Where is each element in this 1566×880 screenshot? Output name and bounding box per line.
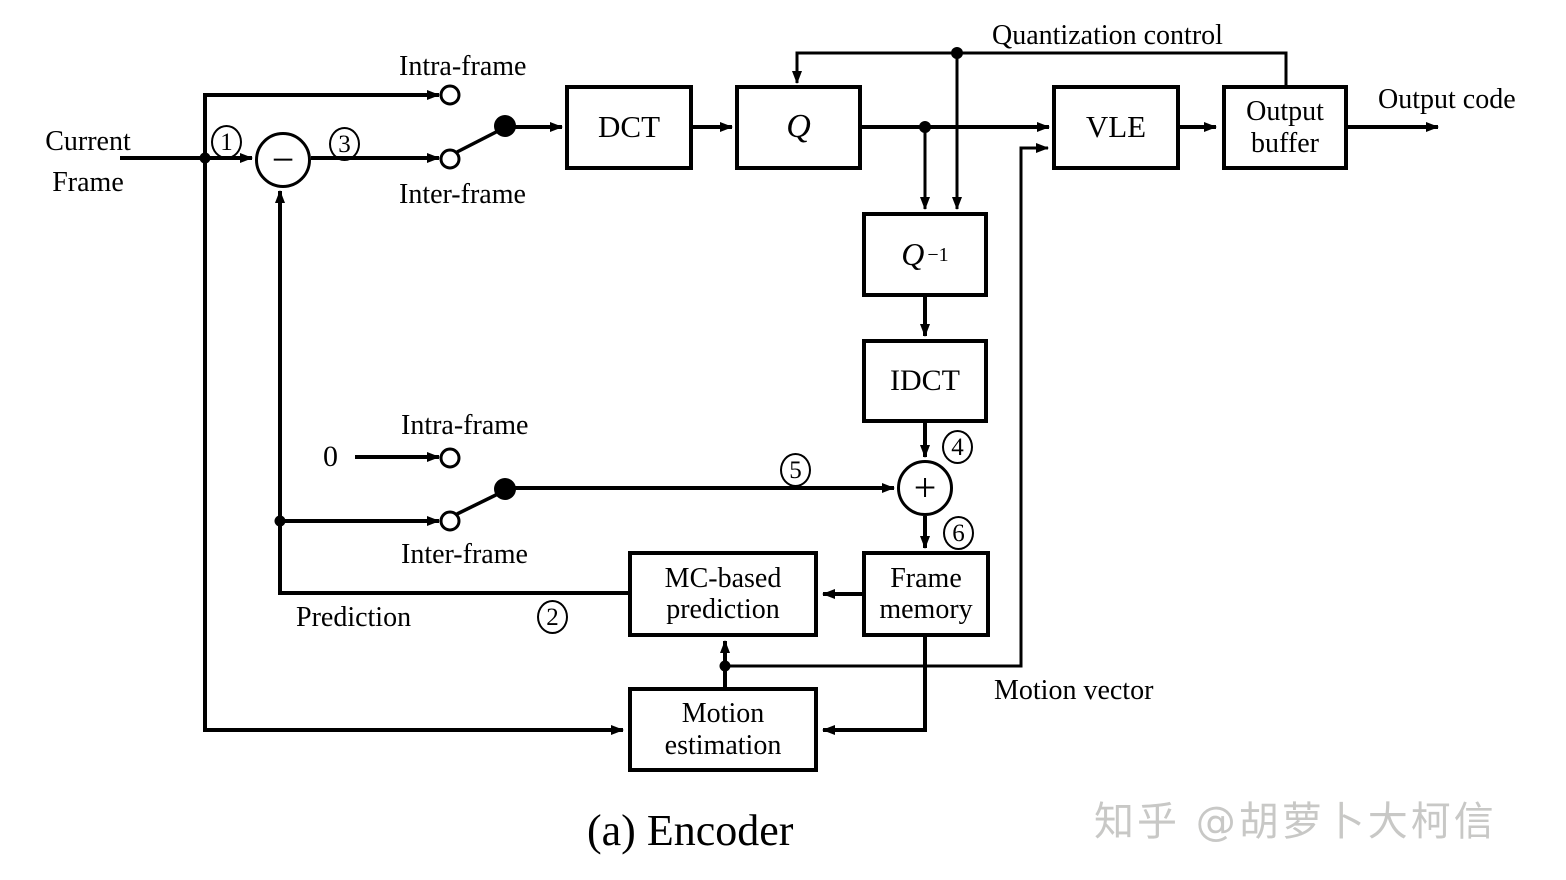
current-frame-label: Current Frame (34, 122, 142, 203)
subtractor-node: − (255, 132, 311, 188)
motion-estimation-label-line2: estimation (664, 729, 782, 761)
motion-estimation-input-line (203, 158, 624, 735)
vle-block: VLE (1052, 85, 1180, 170)
quantization-control-line (792, 51, 1288, 85)
junction-dot-prediction (274, 515, 286, 527)
prediction-feedback-line (275, 190, 628, 595)
idct-label: IDCT (890, 364, 960, 398)
mc-prediction-label-line2: prediction (666, 594, 780, 625)
current-frame-label-line2: Frame (52, 166, 124, 198)
output-buffer-label-line1: Output (1246, 96, 1324, 128)
output-code-label: Output code (1378, 84, 1516, 115)
step-circle-1: 1 (211, 125, 242, 159)
step-circle-4: 4 (942, 430, 973, 464)
mc-prediction-label-line1: MC-based (664, 562, 782, 594)
mc-prediction-block: MC-based prediction (628, 551, 818, 637)
junction-dot-q-output (919, 121, 931, 133)
prediction-label: Prediction (296, 602, 412, 633)
idct-block: IDCT (862, 339, 988, 423)
switch-contact-intra-mid (439, 447, 461, 469)
zhihu-watermark: 知乎 @胡萝卜大柯信 (1094, 799, 1497, 845)
motion-vector-line (725, 143, 1049, 668)
quantizer-block: Q (735, 85, 862, 170)
step-circle-2: 2 (537, 600, 568, 634)
zero-input-label: 0 (323, 440, 338, 473)
inverse-quantizer-block: Q−1 (862, 212, 988, 297)
junction-dot-quant-control (951, 47, 963, 59)
figure-caption: (a) Encoder (587, 806, 794, 855)
dct-block: DCT (565, 85, 693, 170)
switch-contact-inter-top (439, 148, 461, 170)
step-circle-3: 3 (329, 127, 360, 161)
adder-node: + (897, 460, 953, 516)
switch-pole-top (494, 115, 516, 137)
switch-contact-intra-top (439, 84, 461, 106)
motion-vector-label: Motion vector (994, 675, 1154, 706)
switch-contact-inter-mid (439, 510, 461, 532)
current-frame-label-line1: Current (45, 126, 131, 157)
inter-frame-mid-label: Inter-frame (401, 539, 528, 570)
junction-dot-motion-vector (719, 660, 731, 672)
intra-frame-top-label: Intra-frame (399, 51, 527, 82)
output-buffer-block: Output buffer (1222, 85, 1348, 170)
frame-memory-label-line1: Frame (890, 562, 962, 594)
intra-branch-line (203, 90, 440, 158)
quantization-control-label: Quantization control (992, 20, 1223, 51)
step-circle-5: 5 (780, 453, 811, 487)
frame-memory-block: Frame memory (862, 551, 990, 637)
frame-memory-label-line2: memory (879, 594, 973, 625)
vle-label: VLE (1085, 109, 1147, 145)
dct-label: DCT (598, 109, 660, 145)
motion-estimation-block: Motion estimation (628, 687, 818, 772)
junction-dot-input (199, 152, 211, 164)
motion-estimation-label-line1: Motion (681, 698, 765, 730)
inverse-quantizer-base: Q (901, 235, 925, 272)
output-buffer-label-line2: buffer (1251, 127, 1319, 159)
step-circle-6: 6 (943, 516, 974, 550)
intra-frame-mid-label: Intra-frame (401, 410, 529, 441)
quantizer-label: Q (786, 108, 811, 146)
frame-memory-to-motion-estimation-line (822, 637, 927, 735)
inter-frame-top-label: Inter-frame (399, 179, 526, 210)
switch-pole-mid (494, 478, 516, 500)
